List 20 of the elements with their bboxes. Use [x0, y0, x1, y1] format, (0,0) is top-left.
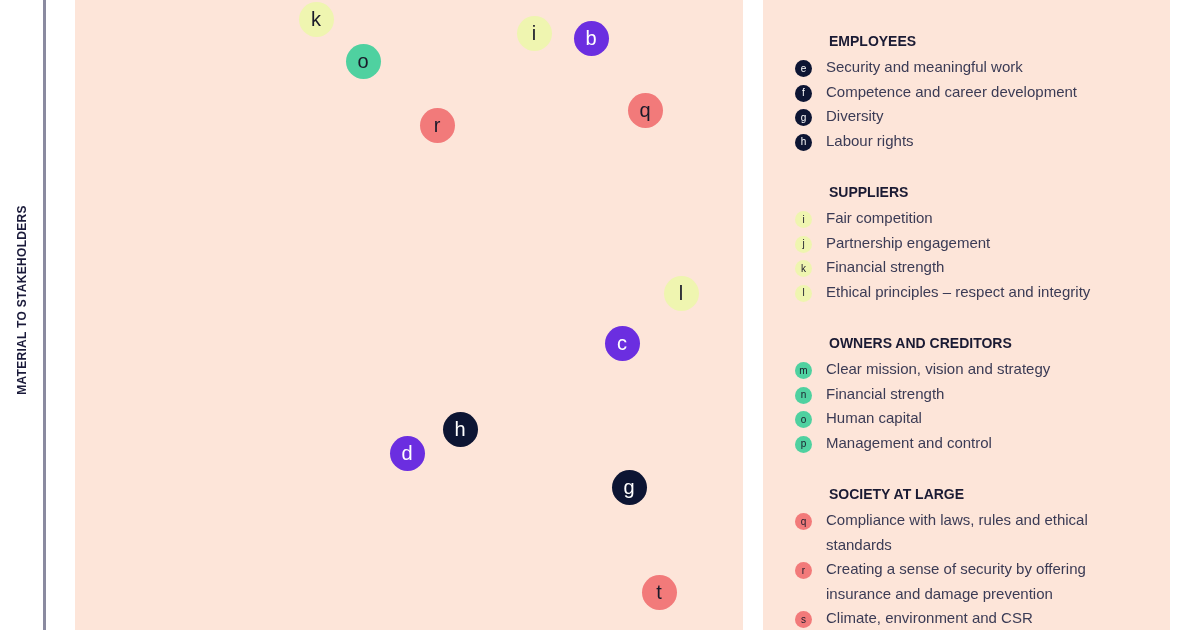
legend-text: Creating a sense of security by offering insurance and damage prevention	[826, 559, 1087, 604]
legend-heading: SOCIETY AT LARGE	[829, 485, 966, 504]
legend-text: Clear mission, vision and strategy	[826, 359, 1051, 379]
legend-text: Partnership engagement	[826, 232, 991, 253]
legend-text: Climate, environment and CSR	[826, 608, 1033, 628]
legend-text: Financial strength	[826, 257, 945, 277]
axis-title: MATERIAL TO STAKEHOLDERS	[14, 205, 30, 395]
legend-text: Fair competition	[826, 208, 933, 228]
legend-text: Security and meaningful work	[826, 57, 1023, 77]
legend-text: Competence and career development	[826, 81, 1077, 102]
legend-text: Diversity	[826, 106, 884, 126]
legend-text: Ethical principles – respect and integrity	[826, 281, 1091, 302]
legend-text: Compliance with laws, rules and ethical standards	[826, 510, 1089, 555]
legend-heading: SUPPLIERS	[829, 183, 910, 202]
legend-text: Human capital	[826, 408, 922, 428]
legend-heading: OWNERS AND CREDITORS	[829, 334, 1013, 353]
legend-text: Financial strength	[826, 383, 945, 404]
legend-heading: EMPLOYEES	[829, 32, 918, 51]
legend-text: Labour rights	[826, 130, 914, 151]
legend-text: Management and control	[826, 432, 992, 453]
